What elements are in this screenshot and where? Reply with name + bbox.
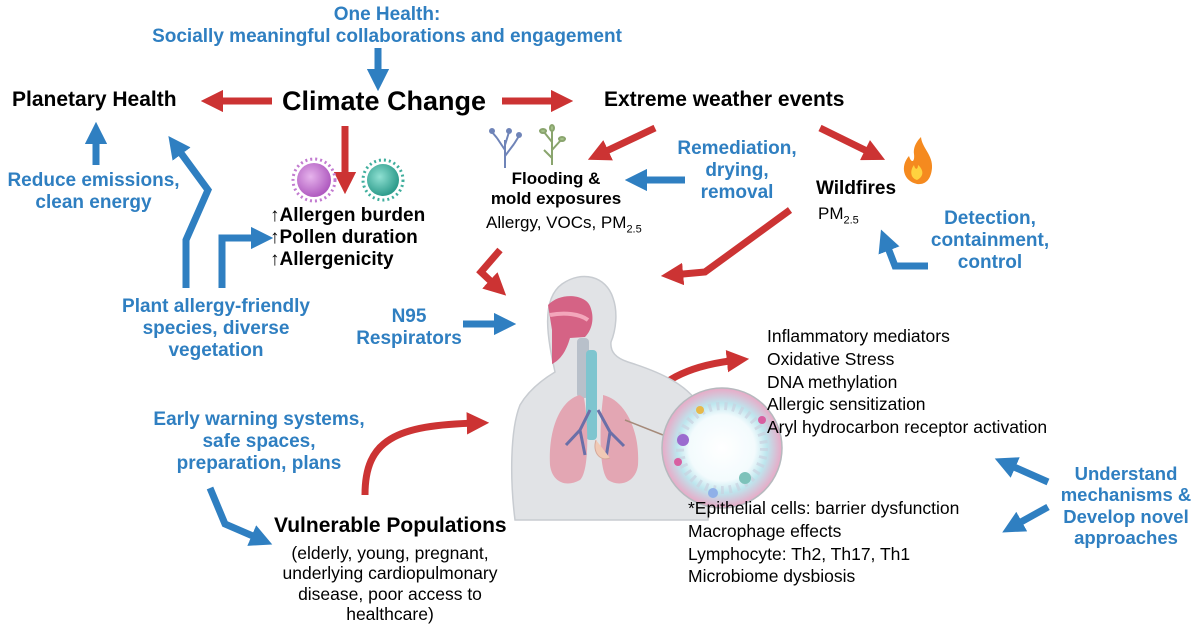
plant-icon <box>539 124 566 165</box>
plant-icon <box>489 128 522 168</box>
red-arrow-icon <box>476 247 507 296</box>
list-item: Aryl hydrocarbon receptor activation <box>767 417 1048 437</box>
vulnerable-populations-title: Vulnerable Populations <box>274 514 507 537</box>
allergenicity: ↑Allergenicity <box>270 249 394 271</box>
list-item: Lymphocyte: Th2, Th17, Th1 <box>688 543 911 564</box>
one-health-title: One Health: <box>333 4 441 25</box>
list-item: Inflammatory mediators <box>767 326 950 346</box>
list-item: DNA methylation <box>767 371 898 392</box>
list-item: *Epithelial cells: barrier dysfunction <box>688 498 960 518</box>
blue-arrow-icon <box>168 135 213 288</box>
blue-arrow-icon <box>994 457 1050 486</box>
allergen-burden: ↑Allergen burden <box>270 205 426 226</box>
list-item: Allergic sensitization <box>767 394 926 415</box>
one-health-subtitle: Socially meaningful collaborations and e… <box>152 26 622 48</box>
blue-arrows <box>84 48 1050 546</box>
one-health-label: One Health: Socially meaningful collabor… <box>137 4 637 48</box>
list-item: Macrophage effects <box>688 520 842 541</box>
plant-species-label: Plant allergy-friendly species, diverse … <box>122 296 310 362</box>
understand-mechanisms-label: Understand mechanisms & Develop novel ap… <box>1060 463 1192 549</box>
blue-arrow-icon <box>206 486 273 546</box>
epithelium-cross-section-icon <box>624 387 783 509</box>
pollen-icon <box>361 158 405 202</box>
red-arrow-icon <box>587 124 657 161</box>
pollen-duration: ↑Pollen duration <box>270 227 418 249</box>
early-warning-label: Early warning systems, safe spaces, prep… <box>153 409 365 475</box>
detection-label: Detection, containment, control <box>930 208 1050 274</box>
human-anatomy-icon <box>511 275 712 521</box>
red-arrow-icon <box>818 124 886 161</box>
reduce-emissions-label: Reduce emissions, clean energy <box>7 170 180 214</box>
flame-icon <box>903 137 933 185</box>
mechanisms-list: Inflammatory mediators Oxidative Stress … <box>767 325 1047 439</box>
blue-arrow-icon <box>878 229 928 270</box>
list-item: Microbiome dysbiosis <box>688 566 856 587</box>
red-arrow-icon <box>660 207 793 286</box>
allergen-effects-list: ↑Allergen burden ↑Pollen duration ↑Aller… <box>270 205 425 271</box>
flooding-exposures: Allergy, VOCs, PM2.5 <box>486 213 642 236</box>
remediation-label: Remediation, drying, removal <box>677 138 797 204</box>
epithelial-effects-list: *Epithelial cells: barrier dysfunction M… <box>688 497 959 588</box>
vulnerable-populations-detail: (elderly, young, pregnant, underlying ca… <box>282 543 498 624</box>
flooding-label: Flooding & mold exposures <box>490 169 622 208</box>
blue-arrow-icon <box>218 226 274 288</box>
extreme-weather-label: Extreme weather events <box>604 88 845 111</box>
wildfires-pm: PM2.5 <box>818 204 859 227</box>
red-arrow-icon <box>361 412 490 496</box>
list-item: Oxidative Stress <box>767 348 895 369</box>
climate-change-label: Climate Change <box>282 86 487 116</box>
n95-label: N95 Respirators <box>356 306 462 350</box>
pollen-icon <box>291 157 337 203</box>
planetary-health-label: Planetary Health <box>12 88 177 111</box>
wildfires-label: Wildfires <box>816 178 897 199</box>
blue-arrow-icon <box>1002 503 1050 533</box>
